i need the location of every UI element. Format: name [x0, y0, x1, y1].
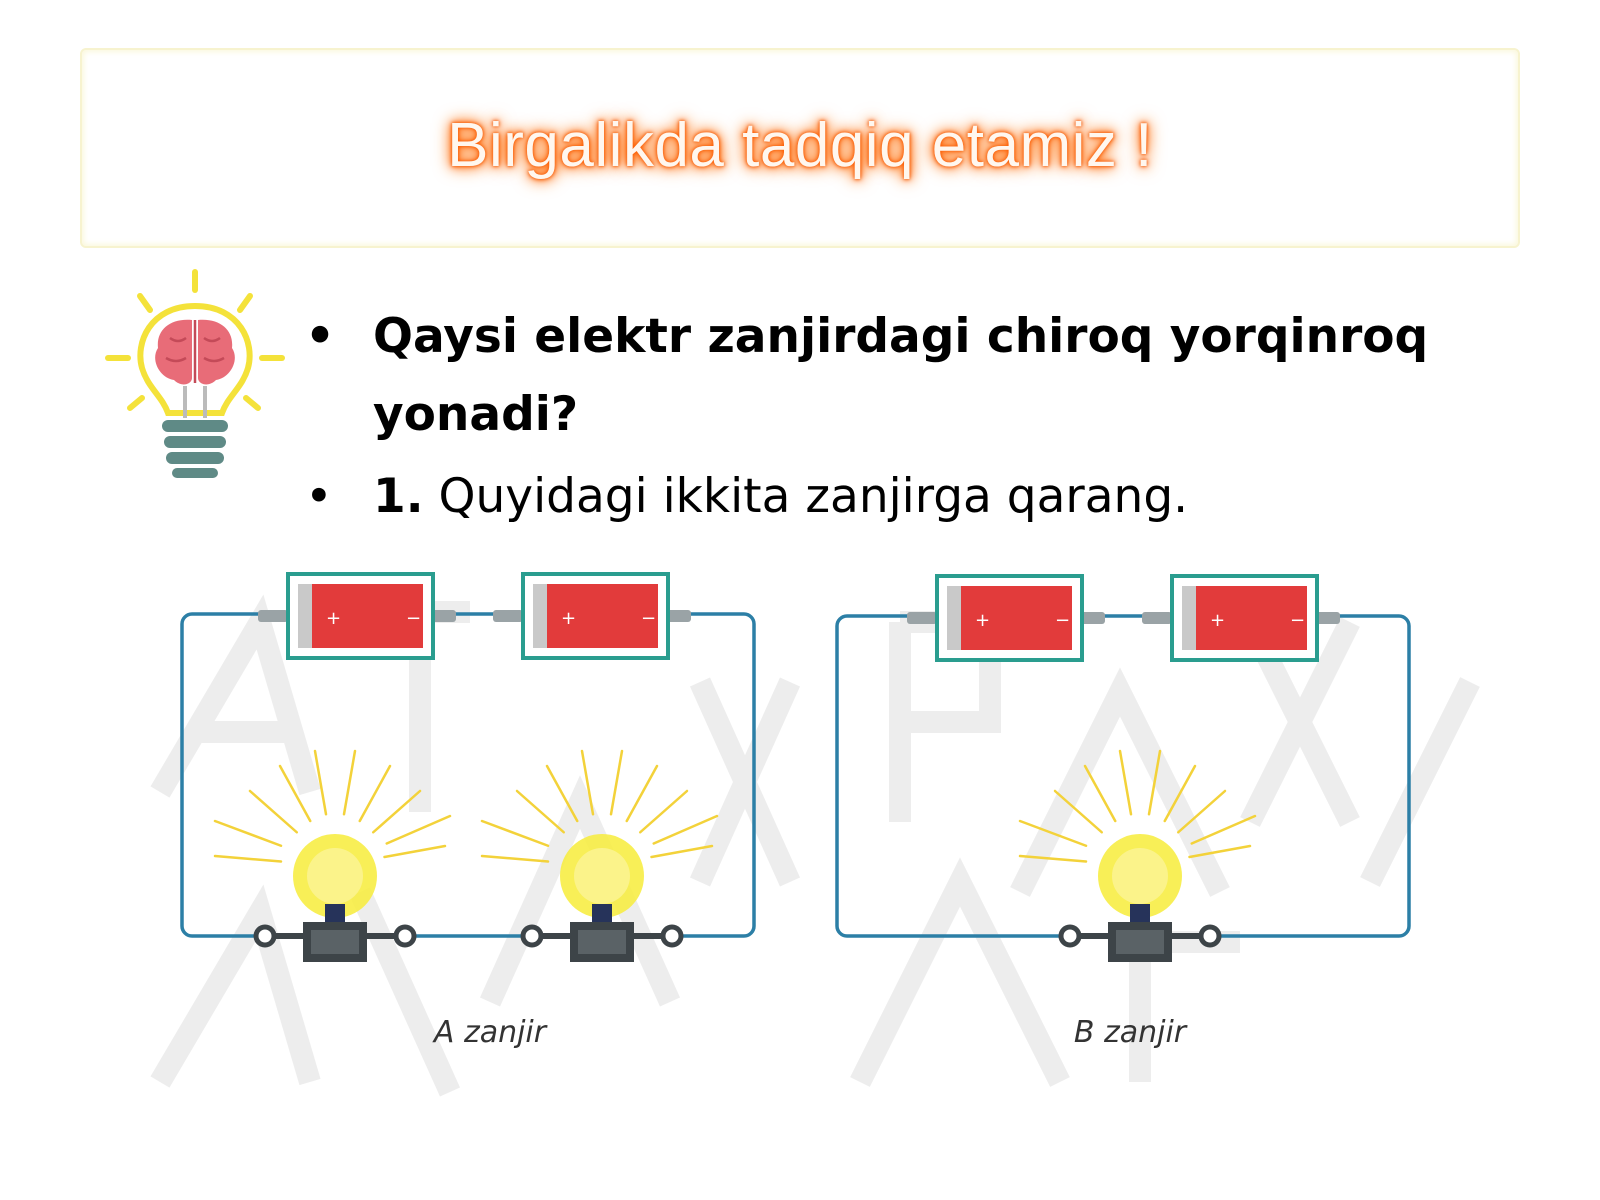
battery-minus-label: − [641, 608, 656, 629]
title-box [80, 48, 1520, 248]
circuit-a-wire [180, 612, 756, 938]
battery-plus-label: + [1210, 610, 1225, 631]
bullet-instruction: • 1. Quyidagi ikkita zanjirga qarang. [305, 458, 1485, 536]
battery-plus-label: + [975, 610, 990, 631]
battery-minus-label: − [1290, 610, 1305, 631]
bullet-list: • Qaysi elektr zanjirdagi chiroq yorqinr… [305, 298, 1485, 536]
instruction-text: Quyidagi ikkita zanjirga qarang. [423, 469, 1189, 524]
bullet-glyph: • [305, 469, 333, 524]
circuit-a-battery-1: +− [258, 572, 456, 660]
circuit-b: +−+− [835, 574, 1411, 962]
battery-plus-label: + [561, 608, 576, 629]
circuit-b-battery-2: +− [1142, 574, 1340, 662]
circuit-a-caption: A zanjir [432, 1015, 548, 1050]
instruction-number: 1. [373, 469, 424, 524]
circuit-a-bulb-1 [213, 749, 452, 962]
circuit-a-bulb-2 [480, 749, 719, 962]
battery-minus-label: − [406, 608, 421, 629]
brain-lightbulb-icon [105, 269, 285, 478]
bullet-question: • Qaysi elektr zanjirdagi chiroq yorqinr… [305, 298, 1485, 454]
circuit-b-bulb-1 [1018, 749, 1257, 962]
battery-plus-label: + [326, 608, 341, 629]
circuits-figure: +−+− +−+− A zanjir B zanjir [150, 572, 1480, 1097]
bullet-glyph: • [305, 309, 336, 364]
circuit-b-battery-1: +− [907, 574, 1105, 662]
question-text: Qaysi elektr zanjirdagi chiroq yorqinroq… [373, 309, 1429, 442]
circuit-a-battery-2: +− [493, 572, 691, 660]
slide-title: Birgalikda tadqiq etamiz ! [447, 111, 1153, 180]
circuit-b-caption: B zanjir [1074, 1015, 1188, 1050]
circuit-a: +−+− [180, 572, 756, 962]
battery-minus-label: − [1055, 610, 1070, 631]
